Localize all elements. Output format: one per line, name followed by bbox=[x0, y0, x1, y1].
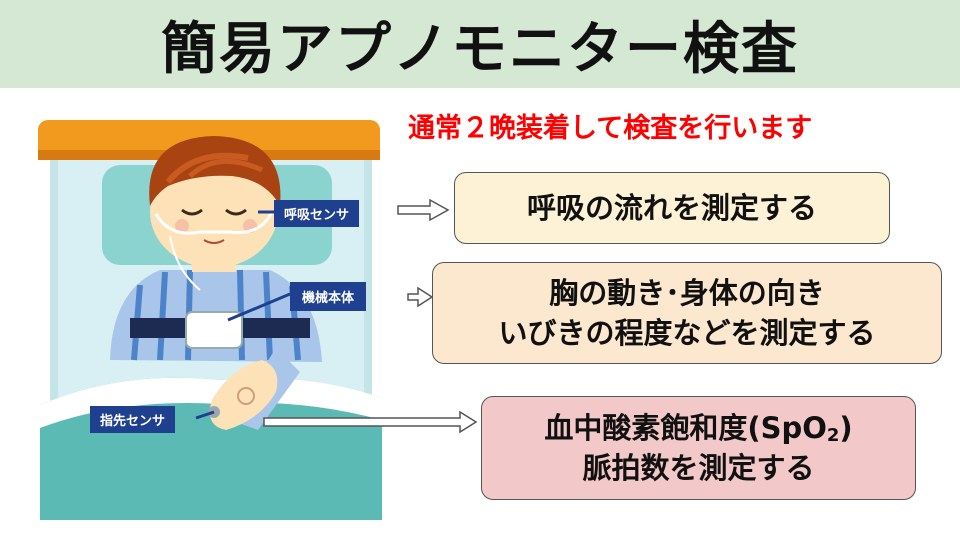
mouth bbox=[203, 239, 225, 244]
oxygen-pulse-box: 血中酸素飽和度(SpO2) 脈拍数を測定する bbox=[481, 396, 916, 500]
breath-flow-box: 呼吸の流れを測定する bbox=[454, 172, 890, 244]
chest-movement-box: 胸の動き･身体の向き いびきの程度などを測定する bbox=[432, 262, 942, 364]
device-body-label: 機械本体 bbox=[290, 282, 367, 311]
blanket-fold bbox=[40, 377, 382, 428]
chest-movement-line2: いびきの程度などを測定する bbox=[498, 316, 876, 350]
finger-sensor-label: 指先センサ bbox=[90, 406, 176, 433]
chest-movement-line1: 胸の動き･身体の向き bbox=[549, 275, 825, 310]
oxygen-saturation-text: 血中酸素飽和度(SpO bbox=[544, 410, 827, 445]
arrow-breath bbox=[397, 198, 450, 222]
breath-sensor-label: 呼吸センサ bbox=[274, 200, 360, 227]
subtitle-note: 通常２晩装着して検査を行います bbox=[408, 113, 813, 144]
face bbox=[150, 156, 278, 268]
right-eye bbox=[225, 208, 247, 216]
recorder-device bbox=[185, 311, 243, 349]
left-eye bbox=[181, 208, 203, 216]
bed-frame-left bbox=[50, 160, 58, 520]
hand bbox=[209, 360, 278, 430]
title-bar: 簡易アプノモニター検査 bbox=[0, 0, 960, 88]
bed-frame-right bbox=[364, 160, 372, 520]
page-title: 簡易アプノモニター検査 bbox=[161, 16, 799, 82]
pulse-rate-line: 脈拍数を測定する bbox=[582, 451, 815, 486]
oxygen-subscript: 2 bbox=[826, 424, 840, 446]
arrow-device bbox=[407, 286, 434, 308]
hair bbox=[149, 136, 281, 206]
breath-flow-text: 呼吸の流れを測定する bbox=[526, 190, 817, 225]
arrow-finger bbox=[263, 410, 478, 434]
oxygen-close-paren: ) bbox=[839, 410, 853, 445]
nasal-cannula bbox=[154, 211, 274, 235]
oxygen-saturation-line: 血中酸素飽和度(SpO2) bbox=[544, 408, 852, 449]
